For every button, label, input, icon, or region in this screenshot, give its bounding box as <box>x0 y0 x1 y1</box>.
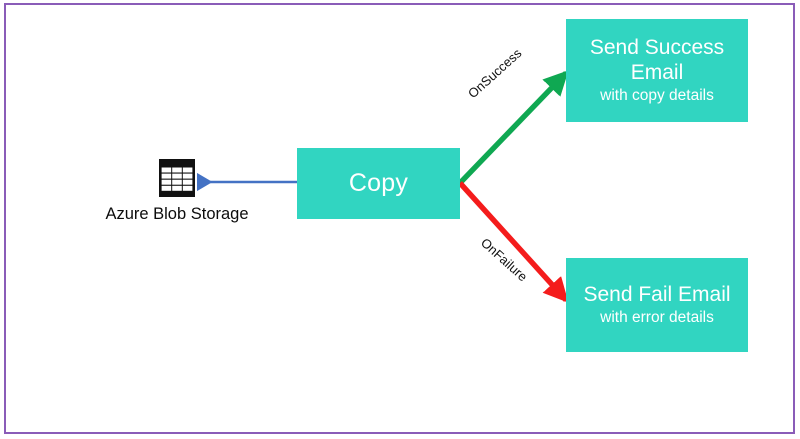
datastore-azure-blob-storage[interactable]: Azure Blob Storage <box>96 158 258 224</box>
activity-subtitle: with copy details <box>600 87 714 105</box>
activity-title: Send Success Email <box>589 36 725 84</box>
activity-title: Copy <box>348 169 409 198</box>
datastore-label: Azure Blob Storage <box>105 205 249 223</box>
activity-subtitle: with error details <box>600 309 714 327</box>
activity-node-send-success-email[interactable]: Send Success Email with copy details <box>566 19 748 122</box>
activity-title: Send Fail Email <box>583 282 731 306</box>
activity-node-copy[interactable]: Copy <box>297 148 460 219</box>
edge-copy-to-success <box>458 70 569 185</box>
edge-copy-to-fail <box>457 181 569 303</box>
table-grid-icon <box>159 159 195 197</box>
activity-node-send-fail-email[interactable]: Send Fail Email with error details <box>566 258 748 352</box>
